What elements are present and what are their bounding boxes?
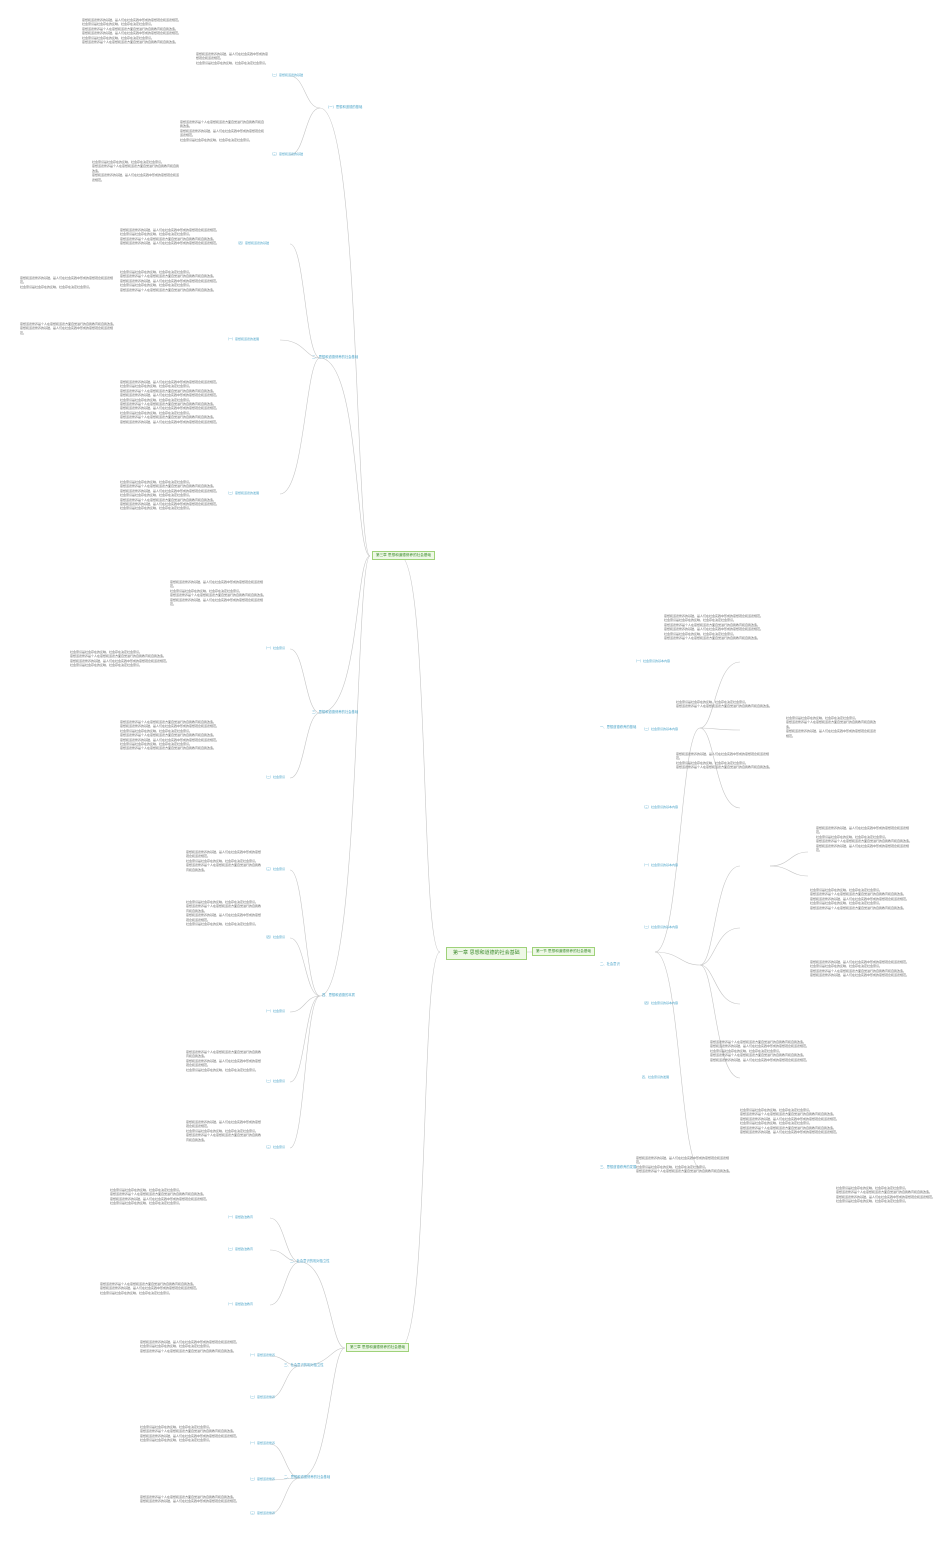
subsection-node[interactable]: （三）思想和道德的基础 [270, 152, 304, 156]
subsection-node[interactable]: （一）思想道德修养 [248, 1441, 276, 1445]
subsection-node[interactable]: （二）思想和道德的基础 [270, 73, 304, 77]
chapter-node-right-1[interactable]: 第一节 思想和道德修养的社会基础 [532, 947, 596, 956]
subsection-node[interactable]: （三）社会意识 [264, 867, 286, 871]
paragraph-block: 思想道德修养是个人在思想和道德方面自觉进行的自我教育和自我改造。 思想和道德修养… [100, 1282, 200, 1295]
subsection-node[interactable]: （三）社会意识 [264, 1145, 286, 1149]
paragraph-block: 社会意识是社会存在的反映，社会存在决定社会意识。 思想道德修养是个人在思想和道德… [676, 700, 773, 709]
subsection-node[interactable]: 四、社会意识的发展 [642, 1075, 670, 1079]
paragraph-block: 思想和道德修养的基础，是人们在社会实践中形成的思想观念和道德规范。 社会意识是社… [170, 580, 267, 607]
paragraph-block: 社会意识是社会存在的反映，社会存在决定社会意识。 思想道德修养是个人在思想和道德… [740, 1108, 840, 1135]
section-node[interactable]: 二、思想和道德修养的社会基础 [312, 355, 359, 359]
chapter-node-label: 第三章 思想和道德修养的社会基础 [372, 551, 436, 560]
paragraph-block: 思想和道德修养的基础，是人们在社会实践中形成的思想观念和道德规范。 社会意识是社… [20, 276, 114, 289]
subsection-node[interactable]: （二）思想道德修养 [248, 1477, 276, 1481]
subsection-node[interactable]: （一）思想道德修养 [248, 1353, 276, 1357]
subsection-node[interactable]: （一）思想政治教育 [226, 1215, 254, 1219]
section-node[interactable]: 二、社会意识的相对独立性 [290, 1259, 330, 1263]
paragraph-block: 社会意识是社会存在的反映，社会存在决定社会意识。 思想道德修养是个人在思想和道德… [140, 1425, 240, 1443]
section-node[interactable]: 二、思想和道德修养的社会基础 [284, 1475, 331, 1479]
paragraph-block: 社会意识是社会存在的反映，社会存在决定社会意识。 思想道德修养是个人在思想和道德… [92, 160, 180, 182]
subsection-node[interactable]: （三）社会意识的基本内容 [642, 805, 679, 809]
section-node[interactable]: （一）思想和道德的基础 [326, 105, 363, 109]
subsection-node[interactable]: （一）思想和道德的发展 [226, 337, 260, 341]
paragraph-block: 社会意识是社会存在的反映，社会存在决定社会意识。 思想道德修养是个人在思想和道德… [810, 888, 910, 910]
chapter-node-left-1[interactable]: 第三章 思想和道德修养的社会基础 [372, 551, 436, 560]
paragraph-block: 思想和道德修养的基础，是人们在社会实践中形成的思想观念和道德规范。 社会意识是社… [664, 614, 764, 641]
paragraph-block: 思想和道德修养的基础，是人们在社会实践中形成的思想观念和道德规范。 社会意识是社… [816, 826, 913, 853]
paragraph-block: 思想道德修养是个人在思想和道德方面自觉进行的自我教育和自我改造。 思想和道德修养… [20, 322, 117, 335]
paragraph-block: 社会意识是社会存在的反映，社会存在决定社会意识。 思想道德修养是个人在思想和道德… [120, 270, 220, 292]
paragraph-block: 思想道德修养是个人在思想和道德方面自觉进行的自我教育和自我改造。 思想和道德修养… [120, 720, 220, 751]
paragraph-block: 思想和道德修养的基础，是人们在社会实践中形成的思想观念和道德规范。 社会意识是社… [186, 1120, 262, 1142]
subsection-node[interactable]: （四）社会意识的基本内容 [642, 1001, 679, 1005]
paragraph-block: 思想和道德修养的基础，是人们在社会实践中形成的思想观念和道德规范。 社会意识是社… [186, 850, 262, 872]
section-node[interactable]: 三、思想和道德修养的社会基础 [312, 710, 359, 714]
subsection-node[interactable]: （一）社会意识 [264, 646, 286, 650]
section-node[interactable]: 三、社会意识的相对独立性 [284, 1363, 324, 1367]
subsection-node[interactable]: （四）思想和道德的基础 [236, 241, 270, 245]
section-node[interactable]: 四、思想和道德的本质 [322, 993, 355, 997]
paragraph-block: 思想和道德修养的基础，是人们在社会实践中形成的思想观念和道德规范。 社会意识是社… [120, 380, 220, 424]
section-node[interactable]: 二、社会意识 [600, 962, 620, 966]
subsection-node[interactable]: （三）思想道德修养 [248, 1511, 276, 1515]
chapter-node-left-2[interactable]: 第三章 思想和道德修养的社会基础 [346, 1343, 410, 1352]
paragraph-block: 思想和道德修养的基础，是人们在社会实践中形成的思想观念和道德规范。 社会意识是社… [82, 18, 182, 45]
paragraph-block: 社会意识是社会存在的反映，社会存在决定社会意识。 思想道德修养是个人在思想和道德… [836, 1186, 936, 1204]
chapter-node-label: 第三章 思想和道德修养的社会基础 [346, 1343, 410, 1352]
paragraph-block: 思想和道德修养的基础，是人们在社会实践中形成的思想观念和道德规范。 社会意识是社… [676, 752, 773, 770]
paragraph-block: 思想和道德修养的基础，是人们在社会实践中形成的思想观念和道德规范。 社会意识是社… [120, 228, 220, 246]
paragraph-block: 社会意识是社会存在的反映，社会存在决定社会意识。 思想道德修养是个人在思想和道德… [70, 650, 170, 668]
subsection-node[interactable]: （一）思想政治教育 [226, 1302, 254, 1306]
subsection-node[interactable]: （二）社会意识 [264, 775, 286, 779]
paragraph-block: 思想和道德修养的基础，是人们在社会实践中形成的思想观念和道德规范。 社会意识是社… [196, 52, 269, 65]
paragraph-block: 社会意识是社会存在的反映，社会存在决定社会意识。 思想道德修养是个人在思想和道德… [186, 900, 262, 927]
paragraph-block: 思想道德修养是个人在思想和道德方面自觉进行的自我教育和自我改造。 思想和道德修养… [710, 1040, 810, 1062]
chapter-node-label: 第一节 思想和道德修养的社会基础 [532, 947, 596, 956]
paragraph-block: 社会意识是社会存在的反映，社会存在决定社会意识。 思想道德修养是个人在思想和道德… [120, 480, 220, 511]
subsection-node[interactable]: （二）思想和道德的发展 [226, 491, 260, 495]
root-topic-label: 第一章 思想和道德的社会基础 [453, 950, 520, 956]
subsection-node[interactable]: （二）社会意识的基本内容 [642, 727, 679, 731]
paragraph-block: 思想道德修养是个人在思想和道德方面自觉进行的自我教育和自我改造。 思想和道德修养… [186, 1050, 262, 1072]
paragraph-block: 社会意识是社会存在的反映，社会存在决定社会意识。 思想道德修养是个人在思想和道德… [786, 716, 877, 738]
subsection-node[interactable]: （一）社会意识 [264, 1009, 286, 1013]
paragraph-block: 思想道德修养是个人在思想和道德方面自觉进行的自我教育和自我改造。 思想和道德修养… [180, 120, 265, 142]
subsection-node[interactable]: （四）社会意识 [264, 935, 286, 939]
subsection-node[interactable]: （二）社会意识 [264, 1079, 286, 1083]
subsection-node[interactable]: （二）思想道德修养 [248, 1395, 276, 1399]
paragraph-block: 思想道德修养是个人在思想和道德方面自觉进行的自我教育和自我改造。 思想和道德修养… [140, 1495, 240, 1504]
paragraph-block: 思想和道德修养的基础，是人们在社会实践中形成的思想观念和道德规范。 社会意识是社… [636, 1156, 733, 1174]
paragraph-block: 思想和道德修养的基础，是人们在社会实践中形成的思想观念和道德规范。 社会意识是社… [140, 1340, 240, 1353]
section-node[interactable]: 三、思想道德修养的发展 [600, 1165, 637, 1169]
subsection-node[interactable]: （二）思想政治教育 [226, 1247, 254, 1251]
subsection-node[interactable]: （一）社会意识的基本内容 [634, 659, 671, 663]
subsection-node[interactable]: （一）社会意识的基本内容 [642, 863, 679, 867]
root-topic[interactable]: 第一章 思想和道德的社会基础 [446, 947, 527, 960]
section-node[interactable]: 一、思想道德修养的基础 [600, 725, 637, 729]
paragraph-block: 社会意识是社会存在的反映，社会存在决定社会意识。 思想道德修养是个人在思想和道德… [110, 1188, 210, 1206]
paragraph-block: 思想和道德修养的基础，是人们在社会实践中形成的思想观念和道德规范。 社会意识是社… [810, 960, 910, 978]
subsection-node[interactable]: （二）社会意识的基本内容 [642, 925, 679, 929]
